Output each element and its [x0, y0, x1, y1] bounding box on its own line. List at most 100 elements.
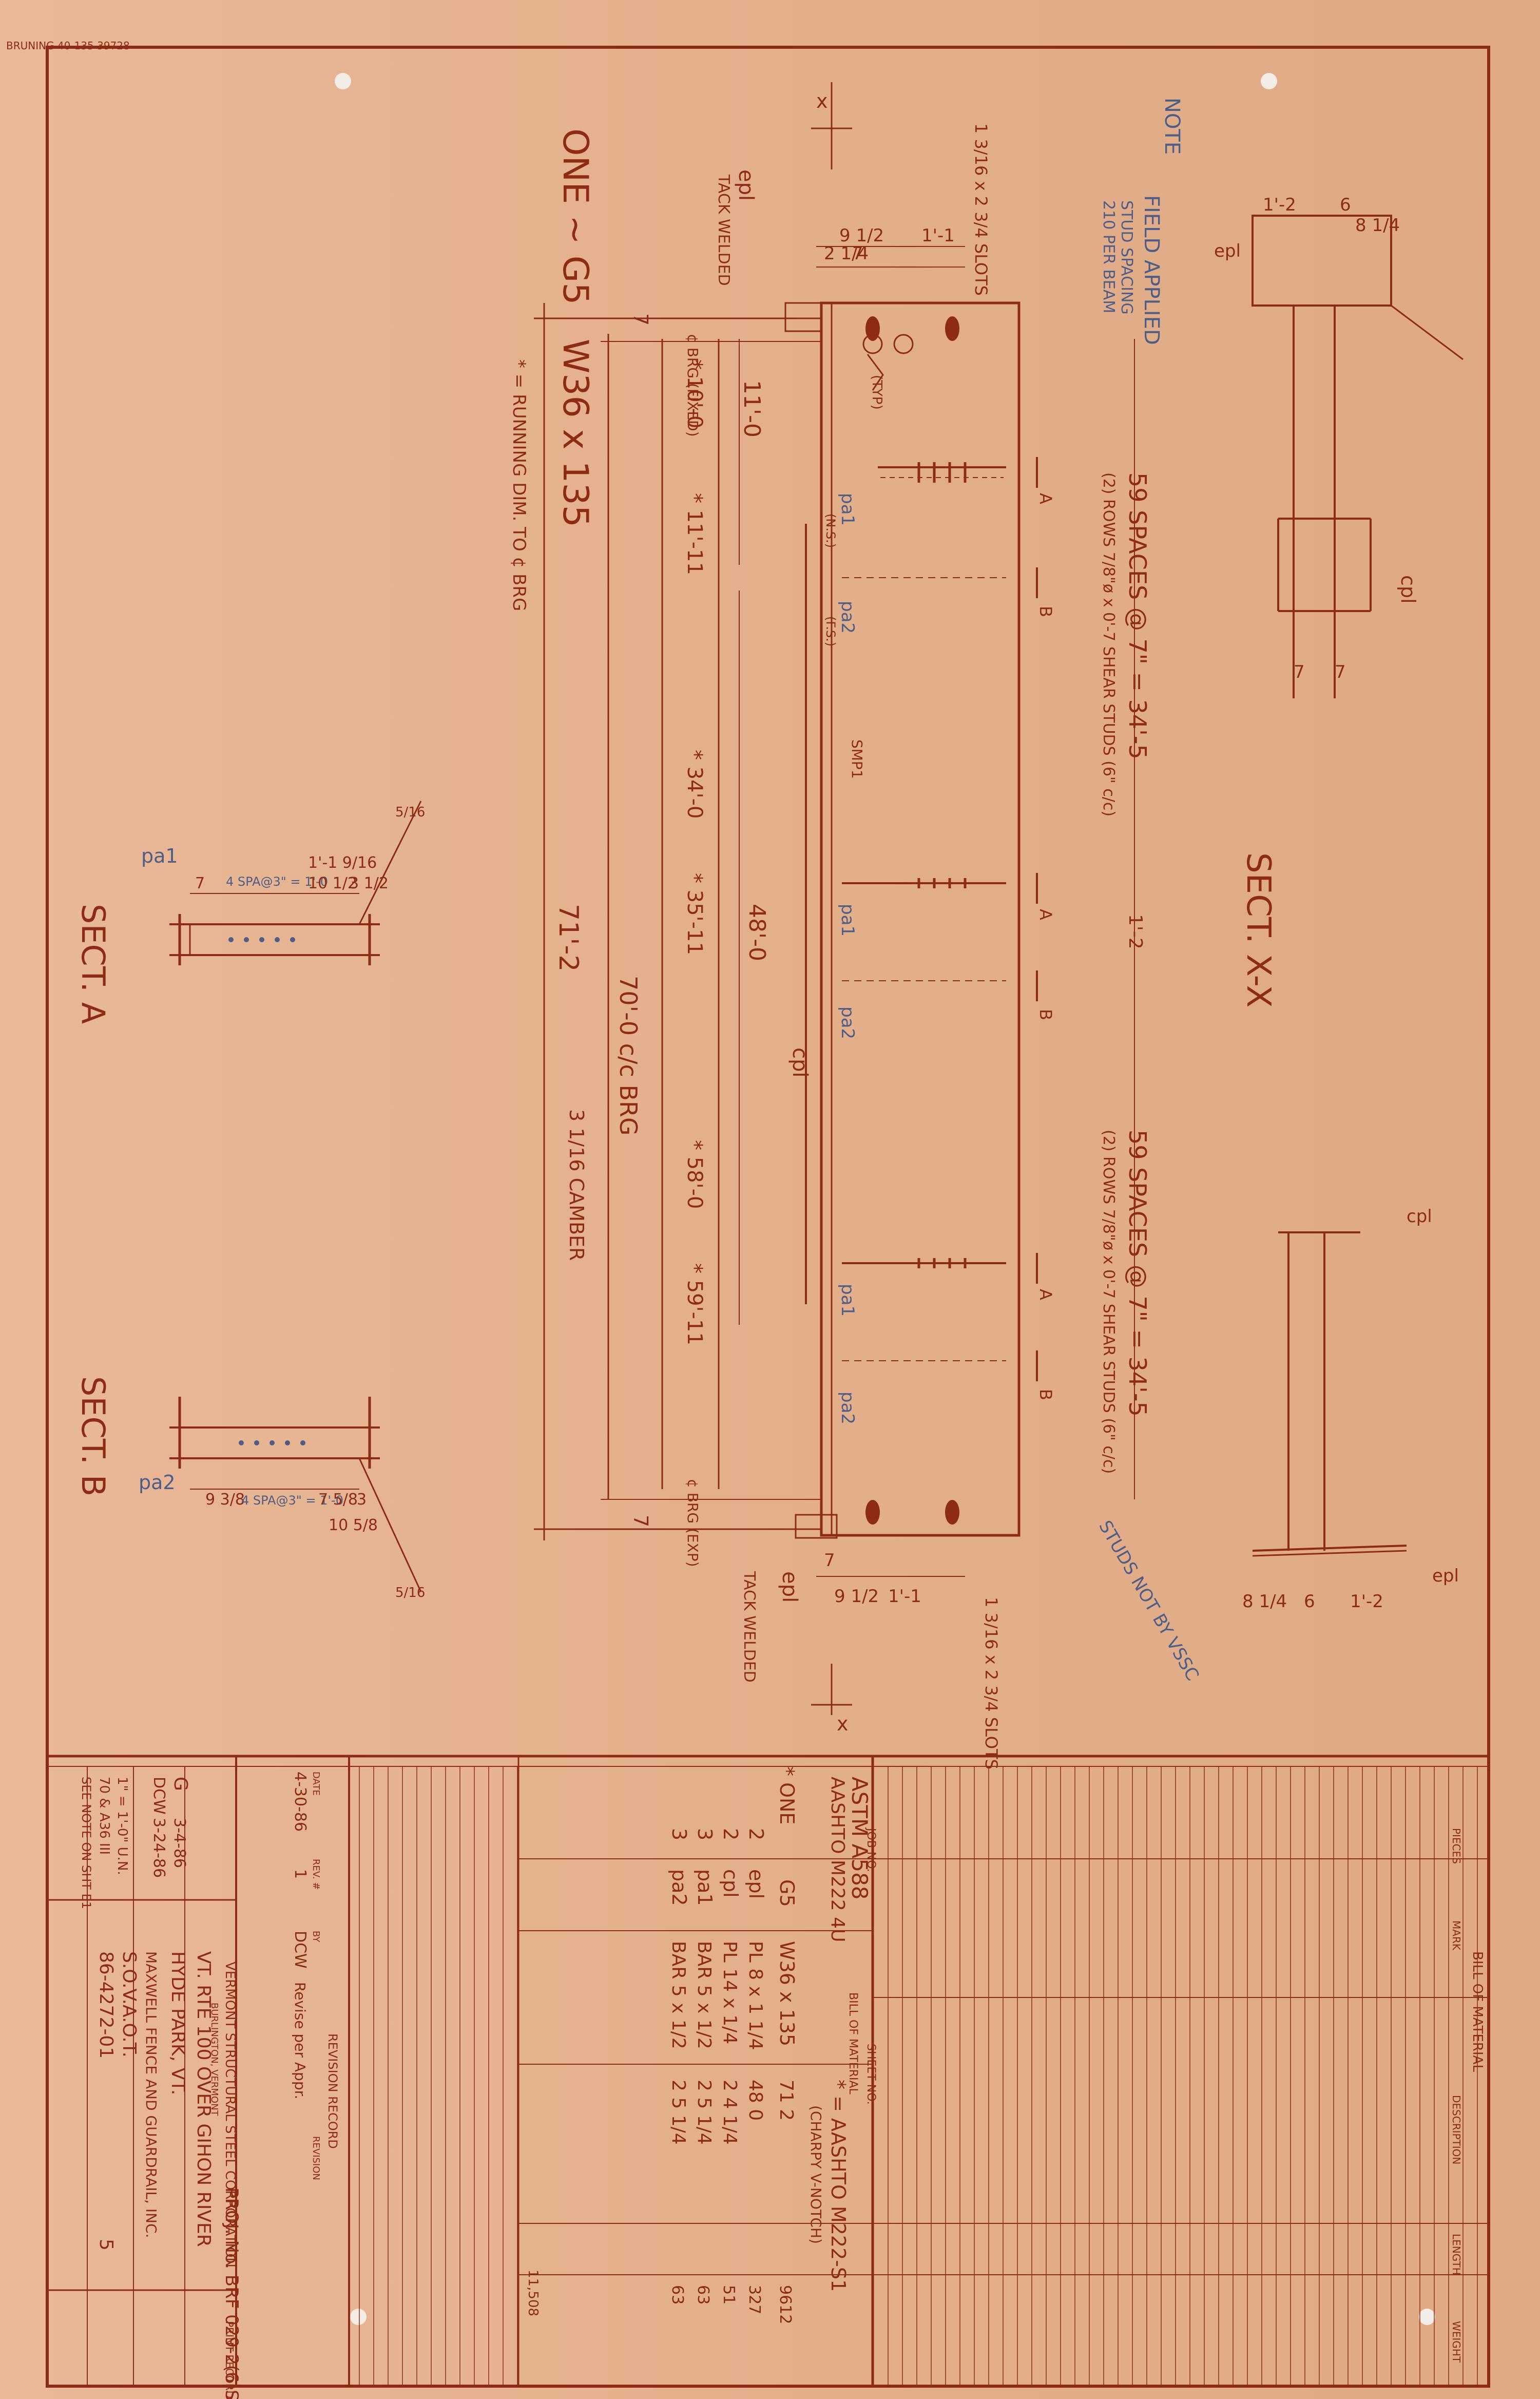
slots-top: 1 3/16 x 2 3/4 SLOTS: [971, 123, 991, 296]
section-marker-a: A: [1036, 873, 1055, 920]
label-pa2: pa2: [837, 601, 858, 634]
sect-b-dim: 10 5/8: [329, 1516, 378, 1534]
svg-text:2 4 1/4: 2 4 1/4: [719, 2080, 740, 2145]
bom-header: MARK: [1450, 1920, 1462, 1951]
studs-top-line2: (2) ROWS 7/8"ø x 0'-7 SHEAR STUDS (6" c/…: [1100, 472, 1118, 816]
studs-bot-line2: (2) ROWS 7/8"ø x 0'-7 SHEAR STUDS (6" c/…: [1100, 1130, 1118, 1474]
revision-ruled-grid: [359, 1766, 518, 2386]
section-cut-x: x: [811, 1664, 852, 1735]
bom-header: DESCRIPTION: [1450, 2095, 1462, 2164]
slot: [865, 316, 880, 341]
overall-length: 71'-2: [553, 904, 584, 972]
sect-a-dim: 7: [195, 874, 205, 892]
sheet-border: [46, 46, 1490, 2388]
project-name: VT. RTE 100 OVER GIHON RIVER: [193, 1951, 214, 2247]
stiffener-pa1: [878, 466, 1006, 478]
bom-header: LENGTH: [1450, 2234, 1462, 2275]
studs-not-by: STUDS NOT BY VSSC: [1094, 1517, 1203, 1685]
print-record-label: PRINT RECORD: [223, 2321, 236, 2398]
label-cpl: cpl: [788, 1048, 812, 1078]
member-size: W36 x 135: [555, 339, 595, 527]
bom-total: 11,508: [525, 2270, 541, 2316]
sect-a-dim: 3 1/2: [349, 874, 389, 892]
sect-b-dim: 3: [357, 1491, 367, 1509]
svg-text:W36 x 135: W36 x 135: [776, 1941, 798, 2046]
label-ns: (N.S.): [823, 513, 838, 548]
dim-1-1: 1'-1: [888, 1586, 921, 1607]
revision-row: 4-30-86 1 DCW Revise per Appr.: [291, 1772, 309, 2099]
svg-text:x: x: [837, 1712, 849, 1735]
camber-label: 3 1/16 CAMBER: [565, 1109, 588, 1261]
dim-7-bot: 7: [629, 1515, 652, 1527]
section-marker-b: B: [1036, 567, 1055, 617]
slots-bot: 1 3/16 x 2 3/4 SLOTS: [981, 1597, 1001, 1769]
svg-text:B: B: [1036, 1009, 1055, 1020]
punch-hole: [1419, 2309, 1435, 2325]
svg-text:1: 1: [291, 1869, 309, 1879]
svg-text:* ONE: * ONE: [776, 1766, 798, 1824]
studs-top-line1: 59 SPACES @ 7" = 34'-5: [1124, 472, 1151, 759]
dim-8-quarter: 8 1/4: [1242, 1591, 1287, 1612]
label-pa2: pa2: [139, 1471, 176, 1494]
sect-a-dim: 10 1/2: [308, 874, 357, 892]
material: 70 & A36 III: [97, 1777, 112, 1855]
job-no: 86-4272-01: [95, 1951, 117, 2059]
svg-text:2 5 1/4: 2 5 1/4: [694, 2080, 715, 2145]
dim-7: 7: [1294, 662, 1305, 682]
bom-note-2: (CHARPY V-NOTCH): [807, 2105, 824, 2244]
dim-7: 7: [824, 1550, 835, 1571]
run-dim: * 11'-11: [683, 493, 706, 575]
svg-text:pa2: pa2: [668, 1869, 690, 1906]
dim-1-2: 1'-2: [1125, 914, 1146, 949]
bom-header: PIECES: [1450, 1828, 1462, 1864]
studs-bot-line1: 59 SPACES @ 7" = 34'-5: [1124, 1130, 1151, 1417]
scale: 1" = 1'-0" U.N.: [114, 1777, 130, 1875]
svg-text:4-30-86: 4-30-86: [291, 1772, 309, 1832]
label-cpl: cpl: [1397, 575, 1419, 604]
svg-text:327: 327: [745, 2285, 763, 2314]
cc-brg-dim: 70'-0 c/c BRG: [614, 976, 642, 1136]
weld-callout-circle: [893, 334, 914, 354]
drawn-by: G: [170, 1777, 191, 1791]
svg-text:PL 8 x 1 1/4: PL 8 x 1 1/4: [745, 1941, 766, 2050]
sect-b-dim: 7 5/8: [318, 1491, 358, 1509]
label-epl: epl: [1214, 241, 1241, 261]
label-pa2: pa2: [837, 1006, 858, 1039]
svg-text:epl: epl: [745, 1869, 767, 1899]
bom-row: 3 pa1 BAR 5 x 1/2 2 5 1/4 63: [694, 1828, 716, 2305]
company-city: BURLINGTON, VERMONT: [209, 2003, 220, 2117]
note-line1: FIELD APPLIED: [1140, 195, 1163, 345]
tack-welded-top: TACK WELDED: [715, 174, 733, 286]
section-marker-a: A: [1036, 1253, 1055, 1300]
svg-text:G5: G5: [776, 1879, 798, 1907]
run-dim: * 10'-0: [683, 359, 706, 429]
section-a-drawing: [169, 801, 422, 965]
section-xx-bottom-view: [1252, 1231, 1407, 1557]
brg-fixed: ¢ BRG (FIXED): [684, 334, 701, 437]
project-no: PROJ. No. BRF 029-2(6)S: [221, 2187, 242, 2399]
svg-text:pa1: pa1: [694, 1869, 716, 1906]
end-plate-epl: [795, 1514, 838, 1539]
bom-ruled-grid: [888, 1766, 1478, 2386]
dim-6: 6: [1304, 1591, 1315, 1612]
weld-symbol: [867, 354, 884, 391]
svg-text:63: 63: [668, 2285, 686, 2305]
running-note: * = RUNNING DIM. TO ¢ BRG: [509, 359, 529, 611]
slot: [945, 1500, 959, 1525]
checked-by: DCW: [150, 1777, 168, 1815]
section-xx-top-view: [1252, 215, 1464, 698]
bom-header: WEIGHT: [1450, 2321, 1462, 2363]
dim-6: 6: [1340, 195, 1351, 215]
label-epl: epl: [1432, 1566, 1459, 1586]
section-marker-a: A: [1036, 457, 1055, 504]
revision-header: DATE: [311, 1772, 321, 1796]
drawn-date: 3-4-86: [170, 1818, 188, 1868]
sect-a-dim: 1'-1 9/16: [308, 854, 377, 872]
bom-row: 3 pa2 BAR 5 x 1/2 2 5 1/4 63: [668, 1828, 690, 2305]
run-dim: * 35'-11: [683, 873, 706, 955]
label-smp: SMP1: [849, 739, 865, 779]
architect: S.O.V.A.O.T.: [119, 1951, 140, 2058]
dim-8-quarter: 8 1/4: [1355, 215, 1400, 236]
section-a-title: SECT. A: [74, 904, 112, 1024]
